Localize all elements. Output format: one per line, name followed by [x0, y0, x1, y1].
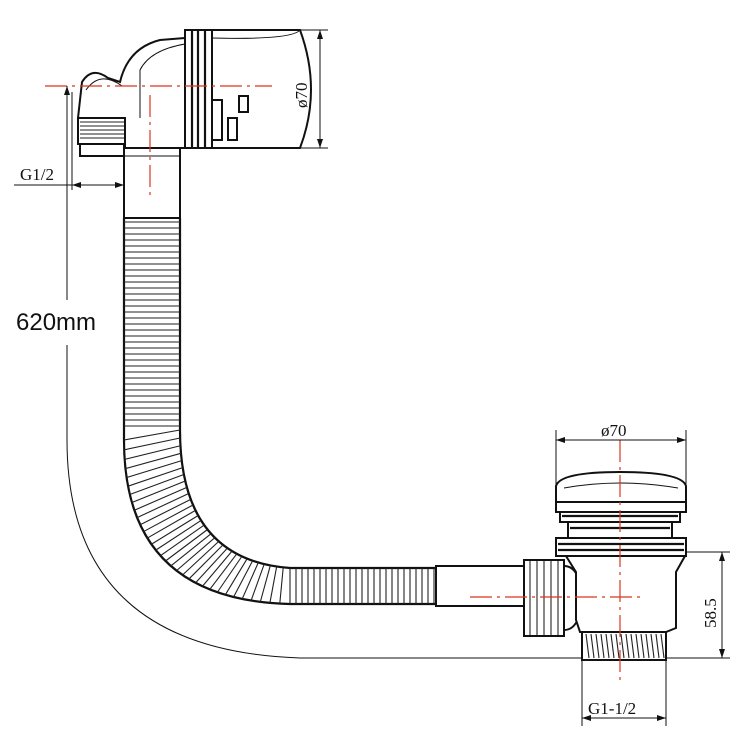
- hose-rib: [216, 556, 243, 593]
- hose-rib: [139, 498, 191, 526]
- thread-rib: [585, 633, 590, 659]
- hose-corrugations: [123, 221, 435, 604]
- waste-flange: [555, 537, 687, 557]
- length-label: 620mm: [16, 309, 96, 336]
- thread-rib: [640, 633, 645, 659]
- thread-rib: [630, 633, 635, 659]
- hose-rib: [131, 480, 186, 504]
- hose-rib: [123, 429, 181, 441]
- thread-rib: [605, 633, 610, 659]
- hose-rib: [147, 509, 196, 539]
- thread-rib: [620, 633, 625, 659]
- hose-rib: [279, 567, 284, 604]
- hose-rib: [127, 467, 183, 487]
- thread-waste-label: G1-1/2: [588, 699, 636, 718]
- thread-overflow-label: G1/2: [20, 165, 54, 184]
- hose-rib: [124, 437, 181, 451]
- hose-rib: [134, 486, 188, 511]
- waste-height-label: 58.5: [701, 598, 720, 628]
- hose-rib: [269, 566, 278, 603]
- dimension-lines: [14, 29, 730, 726]
- overflow-assembly: [45, 29, 312, 219]
- thread-rib: [650, 633, 655, 659]
- hose-rib: [250, 563, 265, 601]
- hose-rib: [125, 452, 182, 470]
- thread-rib: [635, 633, 640, 659]
- hose-rib: [224, 558, 248, 596]
- thread-rib: [610, 633, 615, 659]
- hose-rib: [129, 473, 185, 496]
- thread-rib: [660, 633, 665, 659]
- waste-cap: [555, 470, 687, 503]
- hose-rib: [151, 515, 199, 545]
- hose-rib: [160, 524, 205, 557]
- hose-rib: [136, 492, 189, 519]
- hose-rib: [182, 540, 220, 576]
- waste-diameter-label: ø70: [601, 421, 627, 440]
- thread-rib: [600, 633, 605, 659]
- hose-rib: [170, 533, 212, 567]
- hose-rib: [143, 504, 194, 533]
- thread-rib: [595, 633, 600, 659]
- hose-rib: [124, 445, 181, 460]
- hose-rib: [259, 565, 271, 603]
- flexible-hose: [122, 218, 527, 607]
- thread-rib: [615, 633, 620, 659]
- hose-rib: [195, 547, 228, 584]
- hose-rib: [176, 537, 216, 572]
- thread-rib: [645, 633, 650, 659]
- hose-rib: [233, 560, 254, 598]
- waste-body: [564, 555, 687, 633]
- overflow-elbow: [76, 36, 186, 149]
- waste-assembly: [470, 440, 687, 680]
- thread-rib: [590, 633, 595, 659]
- hose-rib: [241, 562, 259, 600]
- hose-outer-right: [178, 218, 436, 570]
- thread-rib: [655, 633, 660, 659]
- hose-rib: [155, 519, 202, 551]
- hose-rib: [126, 460, 182, 479]
- overflow-diameter-label: ø70: [292, 83, 311, 109]
- hose-rib: [202, 550, 233, 587]
- hose-rib: [188, 544, 224, 580]
- thread-rib: [625, 633, 630, 659]
- hose-rib: [209, 553, 238, 590]
- hose-rib: [165, 529, 208, 562]
